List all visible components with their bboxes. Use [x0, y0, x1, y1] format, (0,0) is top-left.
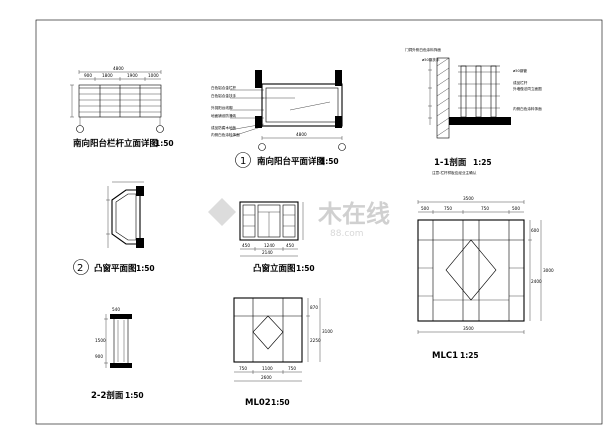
dim-ml02-height: 3100	[322, 329, 333, 334]
mlc1-scale: 1:25	[460, 351, 479, 360]
section2-scale: 1:50	[125, 391, 144, 400]
section1-note-0: 门洞外侧白色涂料饰面	[405, 47, 441, 52]
section2-title: 2-2剖面	[91, 390, 124, 401]
balcony-plan-scale: 1:50	[320, 157, 339, 166]
dim-bay-elev-2: 450	[286, 243, 294, 248]
bay-window-plan: 2 凸窗平面图 1:50	[73, 181, 155, 275]
balcony-note-4: 成品防腐木地板	[211, 125, 237, 130]
dim-bay-elev-0: 450	[242, 243, 250, 248]
bay-elev-title: 凸窗立面图	[253, 263, 296, 274]
balcony-note-1: 白色铝合金扶手	[211, 93, 237, 98]
mlc1-title: MLC1	[432, 351, 458, 361]
dim-mlc1-t3: 500	[512, 206, 520, 211]
dim-railing-seg1: 900	[84, 73, 92, 78]
sheet-border	[35, 19, 603, 425]
section1-note-5: 内侧白色涂料饰面	[513, 106, 542, 111]
section1-title: 1-1剖面	[434, 157, 467, 168]
watermark-url: 88.com	[330, 229, 364, 239]
balcony-note-5: 内侧白色涂料饰面	[211, 132, 240, 137]
dim-ml02-b2: 750	[288, 366, 296, 371]
dim-ml02-total: 2600	[261, 375, 272, 380]
dim-mlc1-t2: 750	[481, 206, 489, 211]
dim-mlc1-bottom: 3500	[463, 326, 474, 331]
watermark: 木在线 88.com	[208, 198, 390, 239]
railing-elevation-scale: 1:50	[155, 139, 174, 148]
bay-plan-scale: 1:50	[136, 264, 155, 273]
railing-elevation: 4800 900 1800 1900 1000 南向阳台栏杆立面详图 1:50	[70, 66, 174, 149]
dim-section2-top: 540	[112, 307, 120, 312]
dim-ml02-b1: 1100	[262, 366, 273, 371]
section1-scale: 1:25	[473, 158, 492, 167]
section1-note-4: 外墙做法同立面图	[513, 86, 542, 91]
balcony-note-2: 外挑阳台线脚	[211, 105, 233, 110]
mlc1-elevation: 3500 500 750 750 500 600 2400 3000 3500 …	[417, 196, 554, 361]
section1-footnote: 注意:栏杆样板应经业主确认	[432, 170, 477, 175]
bay-elev-scale: 1:50	[296, 264, 315, 273]
dim-section2-mid: 1500	[95, 338, 106, 343]
section-2-2: 540 1500 900 2-2剖面 1:50	[91, 307, 144, 401]
dim-mlc1-t0: 500	[421, 206, 429, 211]
dim-bay-elev-total: 2140	[262, 250, 273, 255]
dim-bay-elev-1: 1240	[264, 243, 275, 248]
dim-railing-seg4: 1000	[148, 73, 159, 78]
ml02-title: ML02	[245, 398, 271, 408]
dim-railing-seg3: 1900	[127, 73, 138, 78]
dim-mlc1-r1: 2400	[531, 279, 542, 284]
dim-mlc1-t1: 750	[444, 206, 452, 211]
section1-note-3: 成品栏杆	[513, 80, 528, 85]
section1-note-2: ø50钢管	[513, 68, 527, 73]
dim-section2-low: 900	[95, 354, 103, 359]
dim-mlc1-r0: 600	[531, 228, 539, 233]
dim-mlc1-height: 3000	[543, 268, 554, 273]
balcony-plan: 4800 白色铝合金栏杆 白色铝合金扶手 外挑阳台线脚 地面铺设防滑砖 成品防腐…	[211, 70, 346, 168]
balcony-plan-number: 1	[240, 156, 246, 167]
section-1-1: 门洞外侧白色涂料饰面 ø50钢扶手 ø50钢管 成品栏杆 外墙做法同立面图 内侧…	[405, 47, 542, 175]
bay-plan-number: 2	[77, 263, 83, 274]
dim-railing-seg2: 1800	[102, 73, 113, 78]
dim-ml02-r1: 2250	[310, 338, 321, 343]
ml02-elevation: 750 1100 750 2600 870 2250 3100 ML02 1:5…	[233, 297, 333, 408]
dim-balcony-width: 4800	[296, 132, 307, 137]
dim-railing-total: 4800	[113, 66, 124, 71]
balcony-plan-title: 南向阳台平面详图	[257, 156, 325, 167]
section1-note-1: ø50钢扶手	[422, 57, 440, 62]
balcony-note-0: 白色铝合金栏杆	[211, 85, 237, 90]
dim-ml02-r0: 870	[310, 305, 318, 310]
ml02-scale: 1:50	[271, 398, 290, 407]
dim-ml02-b0: 750	[239, 366, 247, 371]
railing-elevation-title: 南向阳台栏杆立面详图	[73, 138, 158, 149]
bay-window-elevation: 450 1240 450 2140 凸窗立面图 1:50	[239, 201, 315, 274]
balcony-note-3: 地面铺设防滑砖	[211, 113, 237, 118]
bay-plan-title: 凸窗平面图	[94, 263, 137, 274]
watermark-text: 木在线	[317, 200, 390, 228]
dim-mlc1-overall: 3500	[463, 196, 474, 201]
